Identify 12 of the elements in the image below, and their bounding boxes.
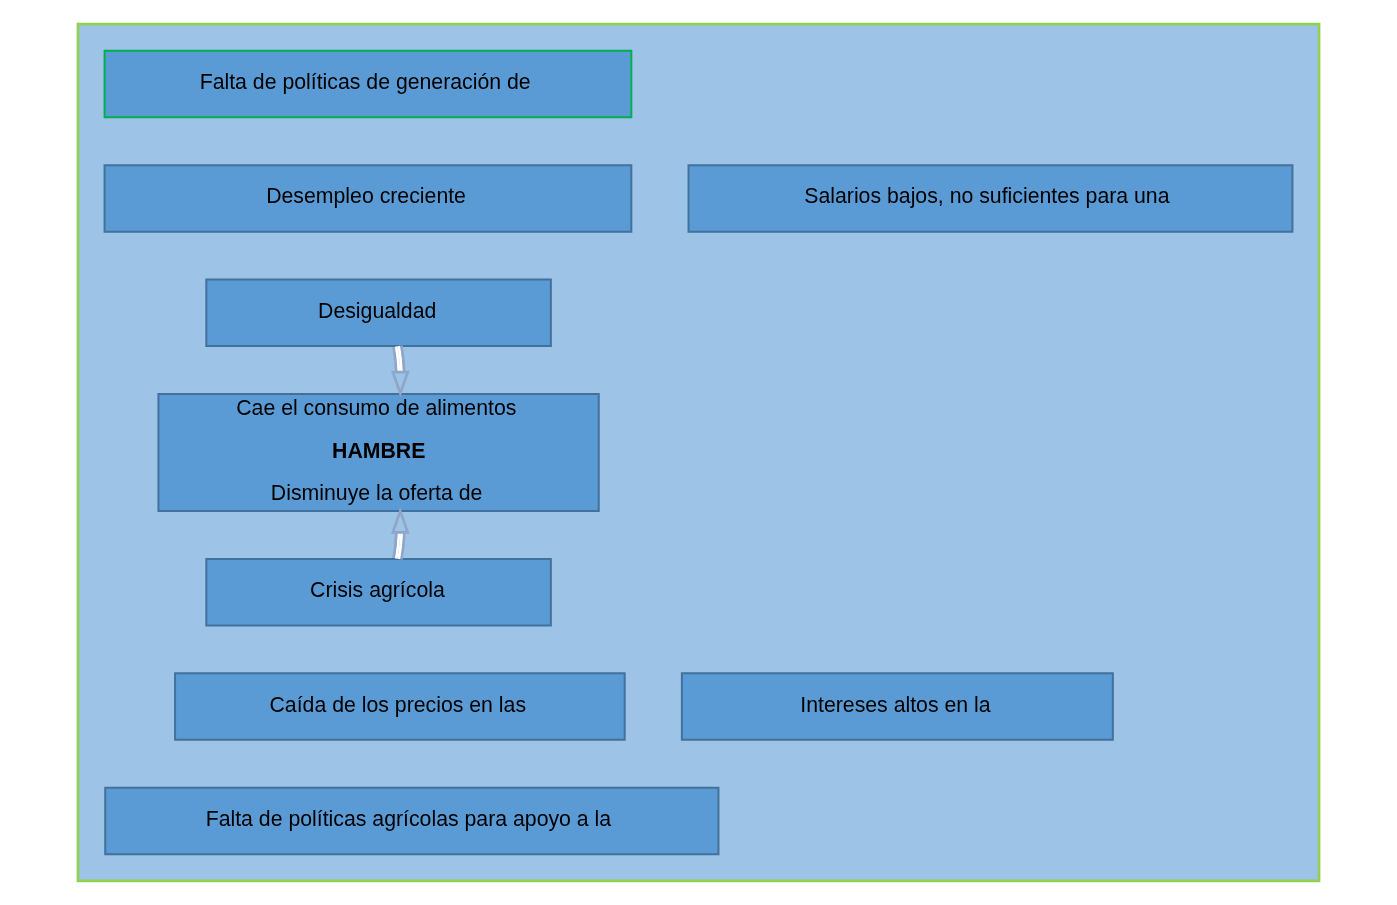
node-box: Desigualdad [205, 278, 552, 348]
node-box: Cae el consumo de alimentos HAMBRE Disminuye la oferta de [157, 392, 600, 513]
node-box: Falta de políticas de generación de [103, 49, 633, 119]
node-box: Salarios bajos, no suficientes para una [687, 164, 1294, 233]
node-box: Intereses altos en la [680, 672, 1114, 741]
node-box: Caída de los precios en las [174, 672, 626, 741]
node-box: Crisis agrícola [205, 557, 552, 627]
arrow [391, 345, 410, 398]
node-box: Desempleo creciente [103, 164, 633, 233]
cluster [76, 22, 1321, 883]
arrow [391, 507, 410, 560]
node-box: Falta de políticas agrícolas para apoyo a la [104, 786, 720, 856]
